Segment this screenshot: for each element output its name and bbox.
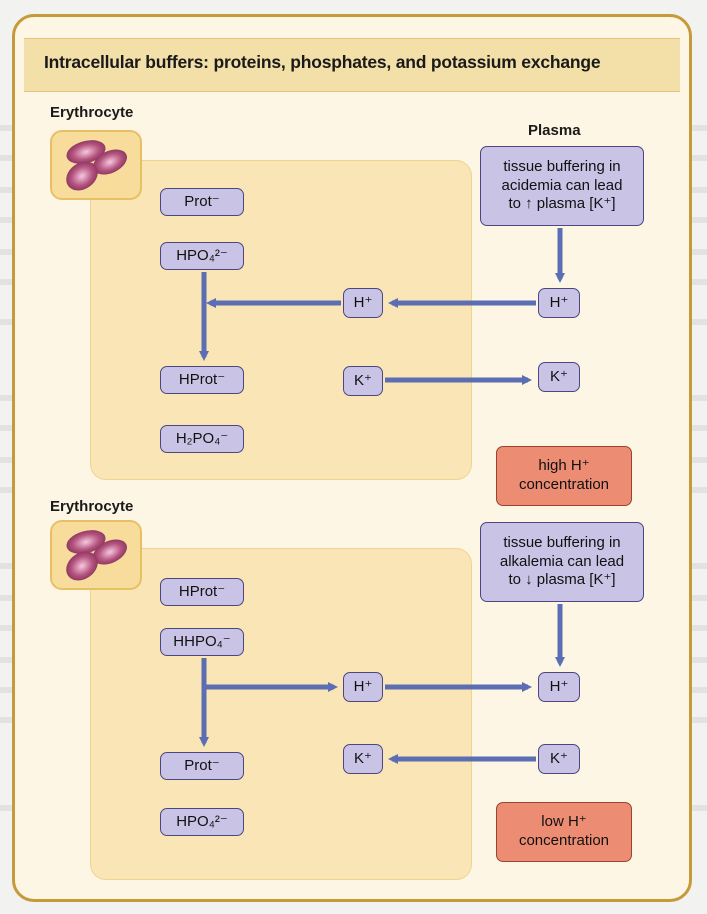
alkalemia-note-line-1: tissue buffering in	[503, 533, 621, 551]
top-cell-region	[90, 160, 472, 480]
alkalemia-note-line-3: to ↓ plasma [K⁺]	[508, 571, 616, 589]
high-h-line-1: high H⁺	[538, 457, 590, 475]
title-band	[24, 38, 680, 92]
acidemia-note-box: tissue buffering in acidemia can lead to…	[480, 146, 644, 226]
acidemia-note-line-3: to ↑ plasma [K⁺]	[508, 195, 616, 213]
acidemia-note-line-2: acidemia can lead	[501, 176, 623, 194]
top-h-ion-plasma: H⁺	[538, 288, 580, 318]
high-h-status-box: high H⁺ concentration	[496, 446, 632, 506]
bottom-hhpo4-box: HHPO₄⁻	[160, 628, 244, 656]
top-h-ion-middle: H⁺	[343, 288, 383, 318]
low-h-line-1: low H⁺	[541, 813, 587, 831]
bottom-prot-box: Prot⁻	[160, 752, 244, 780]
bottom-k-ion-middle: K⁺	[343, 744, 383, 774]
top-prot-box: Prot⁻	[160, 188, 244, 216]
top-hprot-box: HProt⁻	[160, 366, 244, 394]
alkalemia-note-line-2: alkalemia can lead	[499, 552, 625, 570]
bottom-h-ion-middle: H⁺	[343, 672, 383, 702]
bottom-k-ion-plasma: K⁺	[538, 744, 580, 774]
red-blood-cells-icon	[66, 140, 127, 191]
bottom-h-ion-plasma: H⁺	[538, 672, 580, 702]
top-erythrocyte-icon	[50, 130, 142, 200]
low-h-status-box: low H⁺ concentration	[496, 802, 632, 862]
bottom-erythrocyte-label: Erythrocyte	[50, 498, 134, 515]
top-h2po4-box: H₂PO₄⁻	[160, 425, 244, 453]
low-h-line-2: concentration	[518, 832, 610, 849]
plasma-label: Plasma	[528, 122, 581, 139]
top-erythrocyte-label: Erythrocyte	[50, 104, 134, 121]
acidemia-note-line-1: tissue buffering in	[503, 157, 621, 175]
alkalemia-note-box: tissue buffering in alkalemia can lead t…	[480, 522, 644, 602]
bottom-cell-region	[90, 548, 472, 880]
high-h-line-2: concentration	[518, 476, 610, 493]
top-k-ion-middle: K⁺	[343, 366, 383, 396]
top-hpo4-box: HPO₄²⁻	[160, 242, 244, 270]
bottom-hpo4-box: HPO₄²⁻	[160, 808, 244, 836]
red-blood-cells-icon	[66, 530, 127, 581]
top-k-ion-plasma: K⁺	[538, 362, 580, 392]
bottom-erythrocyte-icon	[50, 520, 142, 590]
bottom-hprot-box: HProt⁻	[160, 578, 244, 606]
figure-title: Intracellular buffers: proteins, phospha…	[44, 52, 601, 72]
